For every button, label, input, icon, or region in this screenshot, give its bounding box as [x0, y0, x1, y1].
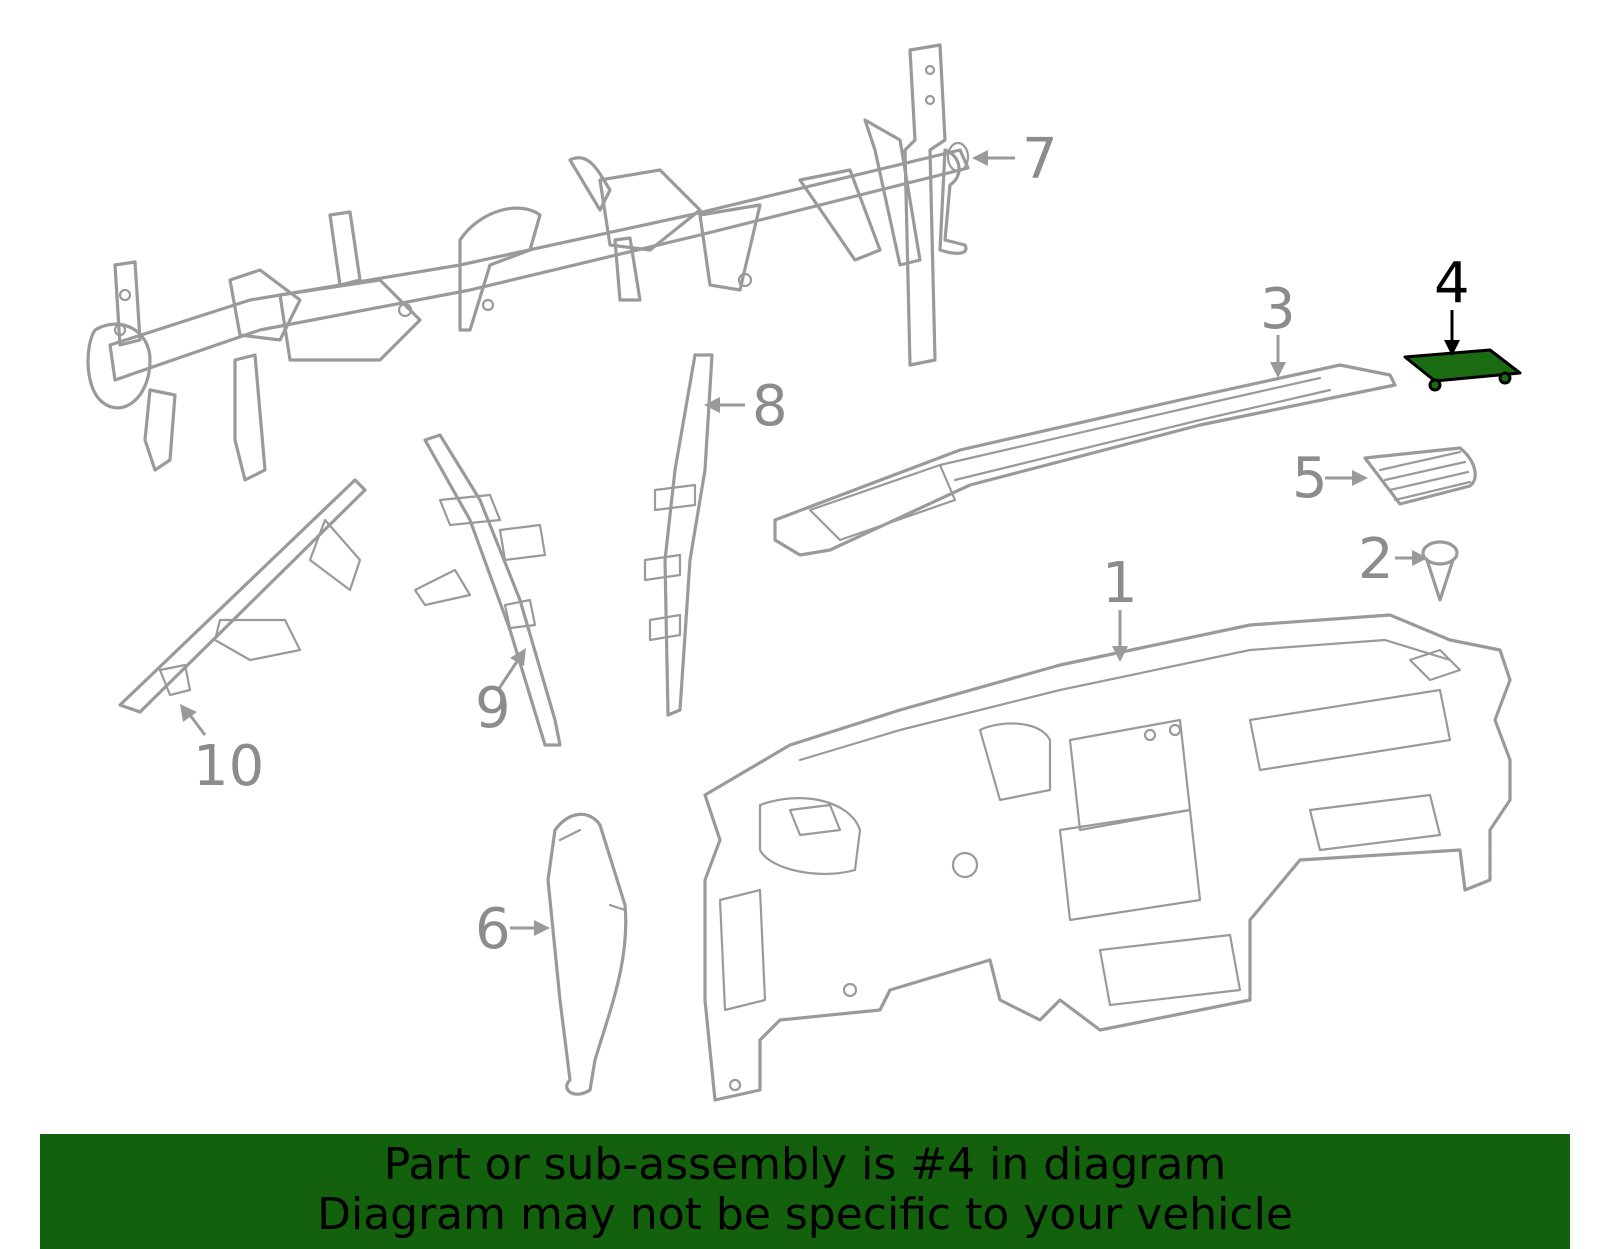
callout-6: 6	[475, 897, 511, 962]
part-4-highlighted-bracket	[1403, 348, 1522, 392]
callout-3: 3	[1260, 277, 1296, 342]
banner-line-2: Diagram may not be specific to your vehi…	[317, 1189, 1293, 1240]
part-9-diagonal-brace	[413, 433, 562, 747]
callout-5: 5	[1292, 446, 1328, 511]
callout-9: 9	[475, 676, 511, 741]
part-1-instrument-panel	[703, 613, 1512, 1102]
banner-line-1: Part or sub-assembly is #4 in diagram	[383, 1139, 1227, 1190]
part-3-upper-panel	[773, 363, 1397, 557]
callout-1: 1	[1102, 551, 1138, 616]
callout-4: 4	[1434, 251, 1470, 316]
part-6-side-trim-panel	[546, 812, 628, 1096]
part-8-vertical-bracket	[643, 353, 714, 717]
info-banner: Part or sub-assembly is #4 in diagram Di…	[40, 1134, 1570, 1249]
callout-7: 7	[1022, 127, 1058, 192]
leader-lines	[180, 150, 1460, 936]
part-2-push-clip	[1421, 540, 1459, 602]
callout-8: 8	[752, 374, 788, 439]
part-7-cross-car-beam	[86, 43, 970, 482]
part-5-vent-grille	[1363, 446, 1477, 506]
callout-labels: 1 2 3 4 5 6 7 8 9 10	[193, 127, 1470, 962]
callout-2: 2	[1358, 527, 1394, 592]
callout-10: 10	[193, 734, 264, 799]
part-10-lower-support	[118, 478, 367, 714]
